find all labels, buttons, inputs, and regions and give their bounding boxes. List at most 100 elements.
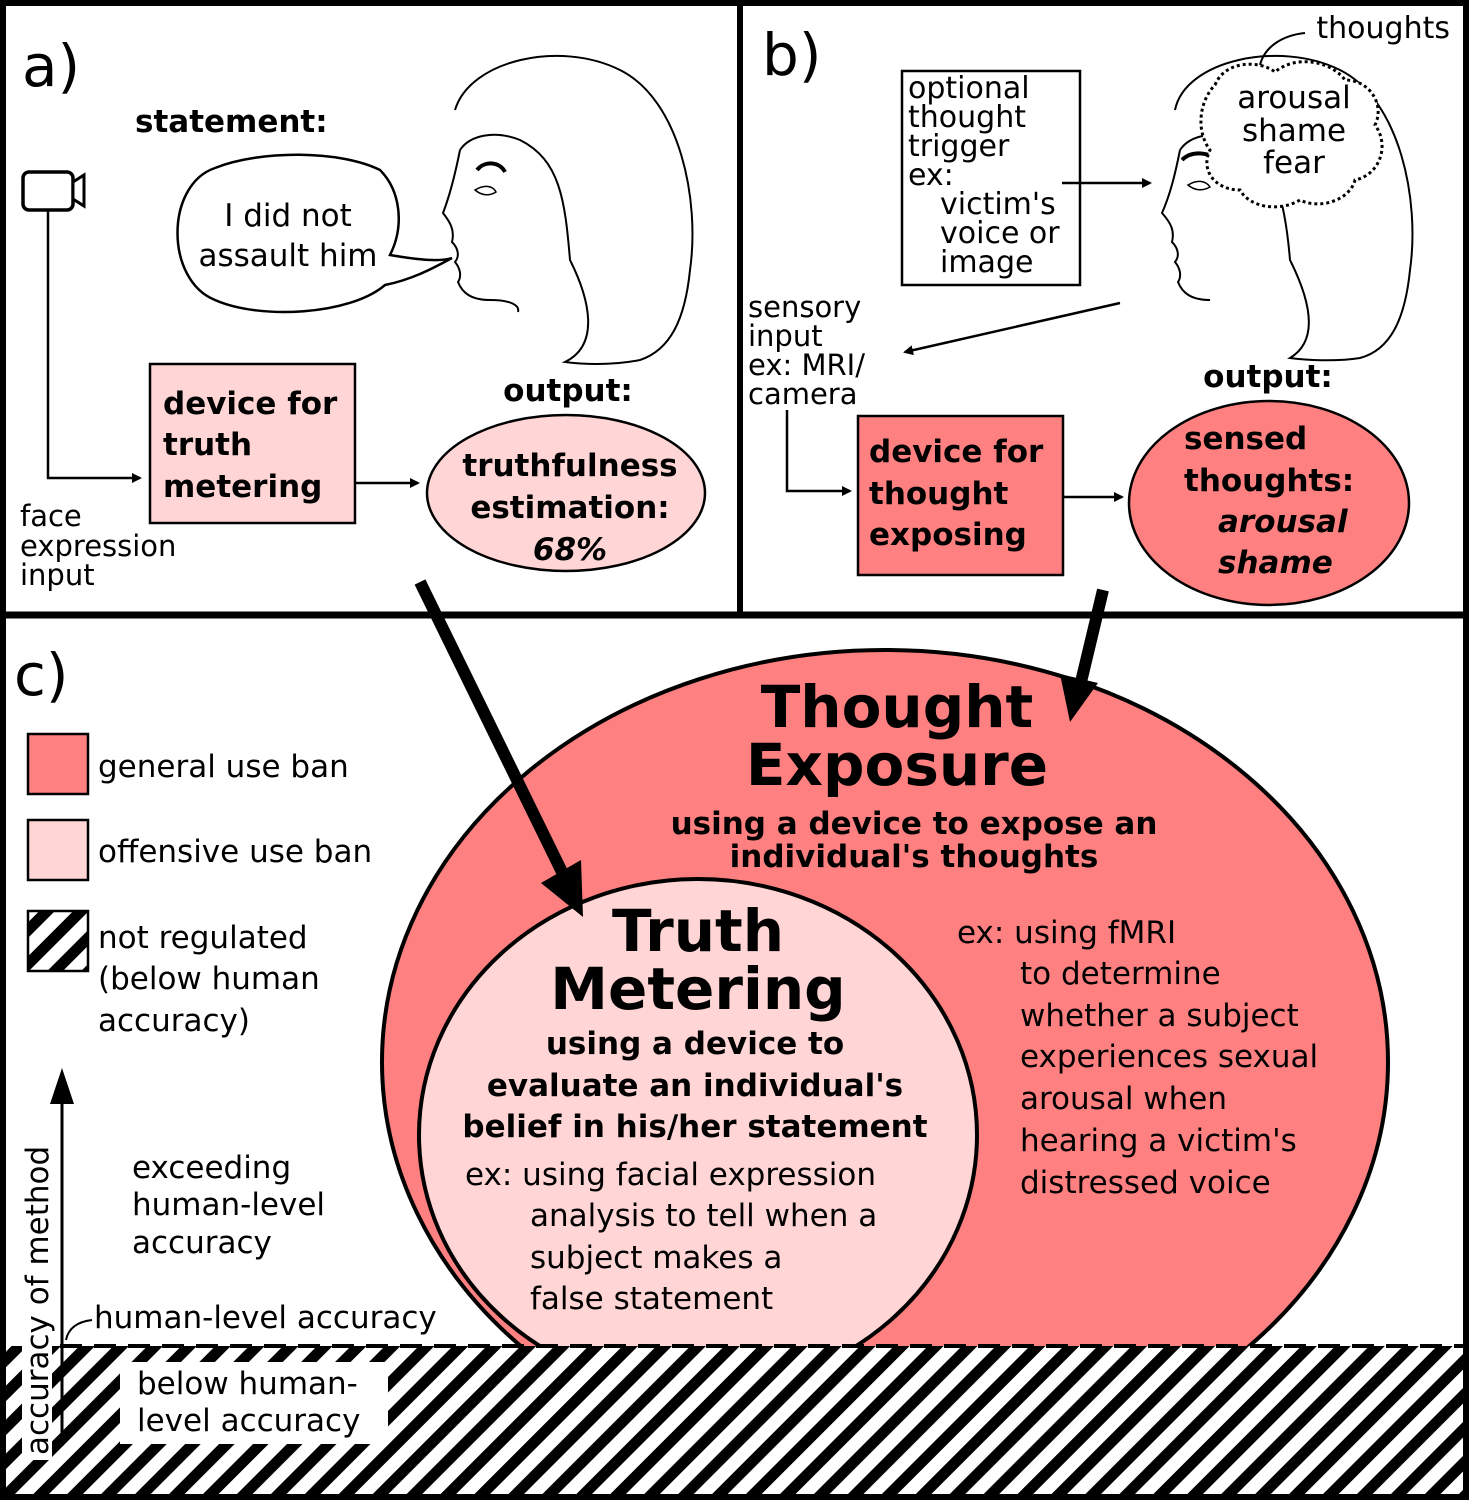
output-b-value-2: shame — [1218, 545, 1333, 581]
speech-line-2: assault him — [198, 238, 377, 274]
trigger-ex-3: image — [940, 245, 1033, 280]
arrow-b-head — [1060, 674, 1098, 722]
face-input-line-1: face — [20, 499, 82, 533]
truth-metering-desc-1: using a device to — [546, 1026, 844, 1062]
sensory-line-3: ex: MRI/ — [748, 348, 865, 382]
thought-arousal: arousal — [1237, 80, 1350, 116]
face-input-line-2: expression — [20, 529, 176, 563]
legend-unregulated-line-2: (below human — [98, 961, 320, 997]
output-a-value: 68% — [533, 532, 607, 568]
truth-metering-ex-1: analysis to tell when a — [530, 1198, 877, 1234]
thoughts-leader — [1259, 32, 1306, 66]
output-b-line-2: thoughts: — [1184, 463, 1354, 499]
thought-exposure-desc-1: using a device to expose an — [671, 806, 1158, 842]
output-b-value-1: arousal — [1218, 504, 1348, 540]
thought-device-line-1: device for — [869, 434, 1044, 470]
truth-metering-title-1: Truth — [612, 897, 784, 965]
legend-unregulated-line-3: accuracy) — [98, 1003, 250, 1039]
arrow-b-to-thought-exposure — [1075, 588, 1109, 684]
thought-device-box — [856, 414, 1065, 577]
legend-unregulated-line-1: not regulated — [98, 920, 308, 956]
thought-exposure-ex-2: whether a subject — [1020, 998, 1299, 1034]
accuracy-axis-arrowhead — [50, 1068, 74, 1104]
thought-exposure-title-1: Thought — [761, 673, 1034, 741]
panel-a: a) statement: I did not assault him devi… — [20, 32, 707, 592]
truth-metering-desc-2: evaluate an individual's — [487, 1068, 903, 1104]
arrow-a-to-truth-metering — [414, 579, 568, 875]
sensory-line-1: sensory — [748, 290, 861, 324]
thought-exposure-ex-3: experiences sexual — [1020, 1039, 1318, 1075]
face-to-sensor-arrow — [903, 301, 1121, 356]
truth-device-line-3: metering — [163, 469, 322, 505]
trigger-line-4: ex: — [908, 158, 954, 193]
human-level-label: human-level accuracy — [94, 1300, 437, 1336]
video-camera-icon — [21, 170, 86, 212]
legend-general-label: general use ban — [98, 749, 349, 785]
thought-exposure-ex-5: hearing a victim's — [1020, 1123, 1297, 1159]
trigger-line-1: optional — [908, 71, 1030, 106]
thought-shame: shame — [1242, 113, 1346, 149]
thought-device-line-2: thought — [869, 476, 1009, 512]
accuracy-axis: accuracy of method — [20, 1068, 74, 1460]
thought-exposure-ex-4: arousal when — [1020, 1081, 1227, 1117]
sensory-wire — [785, 410, 852, 496]
panel-c — [5, 648, 1464, 1495]
face-profile-a — [441, 54, 694, 365]
truth-metering-title-2: Metering — [550, 955, 845, 1023]
exceeding-line-2: human-level — [132, 1187, 325, 1223]
speech-line-1: I did not — [224, 198, 352, 234]
trigger-ex-2: voice or — [940, 216, 1060, 251]
thought-exposure-ex-6: distressed voice — [1020, 1165, 1271, 1201]
human-level-leader — [65, 1319, 93, 1341]
thought-exposure-ex-1: to determine — [1020, 956, 1221, 992]
truth-device-line-2: truth — [163, 427, 252, 463]
output-a-line-2: estimation: — [470, 490, 669, 526]
thought-fear: fear — [1263, 145, 1325, 181]
speech-bubble — [176, 153, 453, 314]
thought-exposure-title-2: Exposure — [746, 731, 1048, 799]
thoughts-label: thoughts — [1316, 11, 1450, 46]
trigger-ex-1: victim's — [940, 187, 1056, 222]
output-label-b: output: — [1203, 359, 1333, 395]
truth-device-line-1: device for — [163, 386, 338, 422]
trigger-line-3: trigger — [908, 129, 1010, 164]
output-a-line-1: truthfulness — [462, 448, 677, 484]
arrow-a-head — [541, 860, 583, 917]
truth-metering-ex-2: subject makes a — [530, 1240, 782, 1276]
truth-device-box — [148, 362, 357, 525]
below-line-1: below human- — [137, 1366, 358, 1402]
thought-cloud — [1199, 60, 1384, 209]
thought-exposure-ex-lead: ex: using fMRI — [957, 915, 1176, 951]
sensed-thoughts-output — [1127, 399, 1411, 607]
truth-metering-ex-lead: ex: using facial expression — [465, 1157, 876, 1193]
below-line-2: level accuracy — [137, 1403, 360, 1439]
thought-exposure-desc-2: individual's thoughts — [730, 839, 1099, 875]
axis-label-bg — [22, 1120, 52, 1460]
below-label-bg — [120, 1362, 388, 1444]
sensory-line-4: camera — [748, 377, 858, 411]
legend-swatch-unregulated — [26, 909, 90, 973]
exceeding-line-3: accuracy — [132, 1225, 272, 1261]
output-b-line-1: sensed — [1184, 421, 1307, 457]
legend-offensive-label: offensive use ban — [98, 834, 372, 870]
output-label-a: output: — [503, 373, 633, 409]
truthfulness-output — [425, 413, 707, 573]
face-input-line-3: input — [20, 558, 95, 592]
panel-c-letter: c) — [14, 641, 69, 709]
exceeding-line-1: exceeding — [132, 1150, 291, 1186]
trigger-box — [900, 69, 1082, 287]
input-wire-a — [46, 210, 142, 483]
truth-metering-desc-3: belief in his/her statement — [462, 1109, 927, 1145]
thought-device-line-3: exposing — [869, 517, 1027, 553]
truth-metering-ex-3: false statement — [530, 1281, 773, 1317]
accuracy-axis-label: accuracy of method — [20, 1146, 56, 1455]
statement-label: statement: — [135, 104, 328, 140]
legend-swatch-general — [26, 732, 90, 796]
sensory-line-2: input — [748, 319, 823, 353]
panel-a-letter: a) — [22, 32, 80, 100]
legend: general use ban offensive use ban not re… — [26, 732, 372, 1039]
connector-arrows — [414, 579, 1109, 917]
